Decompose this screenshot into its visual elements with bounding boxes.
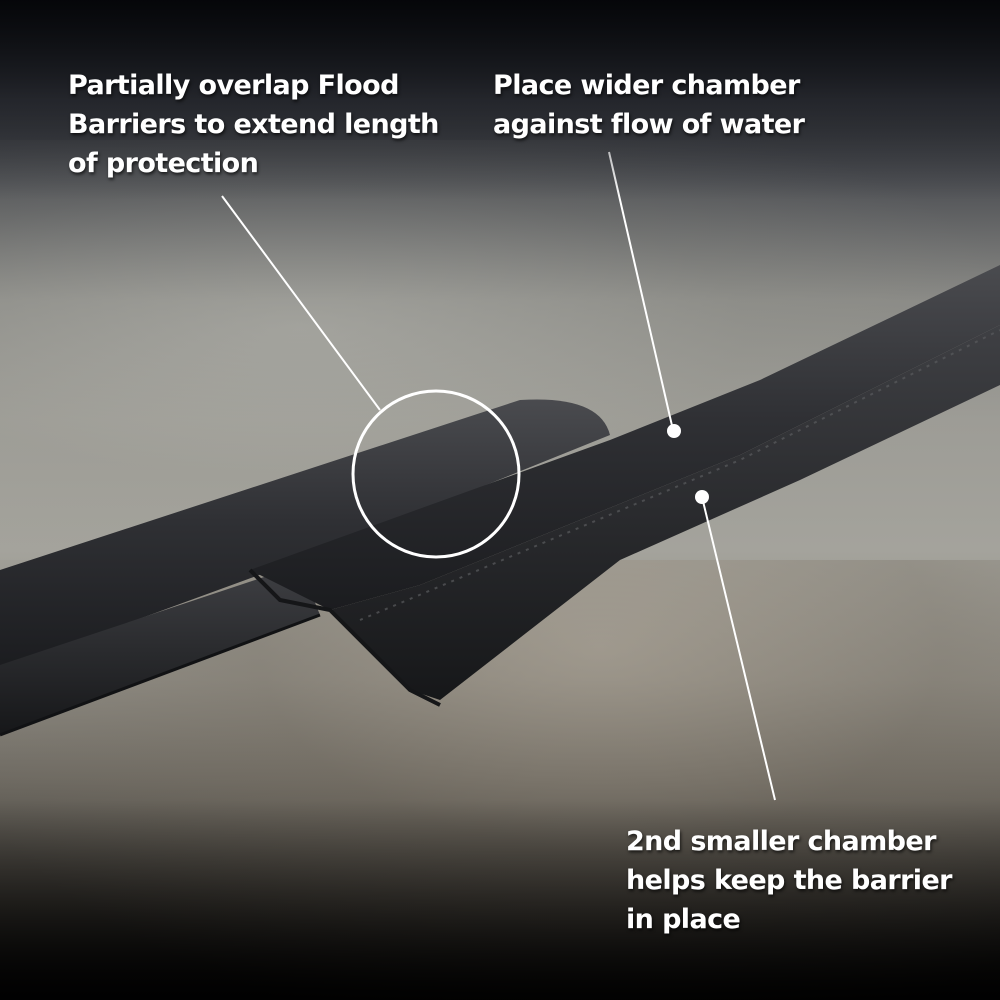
callout-wider-chamber: Place wider chamber against flow of wate… <box>493 66 805 144</box>
wider-chamber-dot <box>667 424 681 438</box>
callout-smaller-chamber: 2nd smaller chamber helps keep the barri… <box>626 822 952 939</box>
callout-line: 2nd smaller chamber <box>626 826 936 857</box>
bottom-vignette <box>0 800 1000 1000</box>
callout-line: Partially overlap Flood <box>68 70 399 101</box>
smaller-chamber-leader-line <box>701 496 776 801</box>
callout-line: Place wider chamber <box>493 70 800 101</box>
overlap-highlight-circle <box>351 389 521 559</box>
callout-line: in place <box>626 904 741 935</box>
smaller-chamber-dot <box>695 490 709 504</box>
callout-line: helps keep the barrier <box>626 865 952 896</box>
callout-line: against flow of water <box>493 109 805 140</box>
overlap-leader-line <box>221 195 381 411</box>
callout-line: of protection <box>68 148 259 179</box>
top-vignette <box>0 0 1000 200</box>
right-barrier <box>248 265 1000 707</box>
callout-line: Barriers to extend length <box>68 109 439 140</box>
left-barrier <box>0 399 610 737</box>
callout-overlap-barriers: Partially overlap Flood Barriers to exte… <box>68 66 439 183</box>
